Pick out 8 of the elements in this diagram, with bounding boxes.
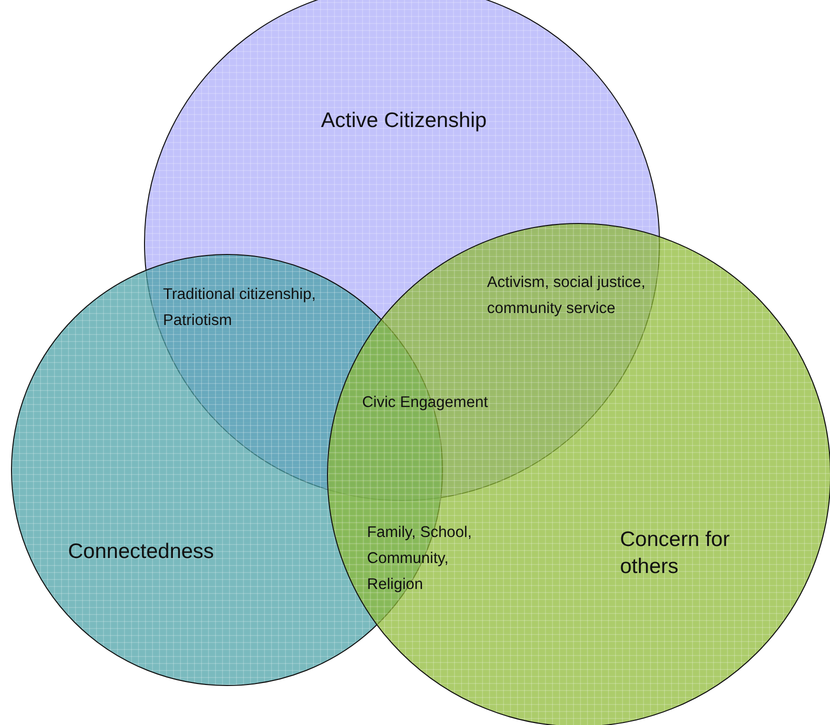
overlap-label: Family, School, Community, Religion [367,523,473,595]
overlap-label: Civic Engagement [361,393,489,413]
overlap-label: Activism, social justice, community service [487,273,646,319]
circle-label: Active Citizenship [321,108,488,134]
venn-circle [327,223,830,725]
circle-label: Connectedness [68,539,215,565]
overlap-label: Traditional citizenship, Patriotism [163,285,317,331]
circle-label: Concern for others [620,527,731,580]
